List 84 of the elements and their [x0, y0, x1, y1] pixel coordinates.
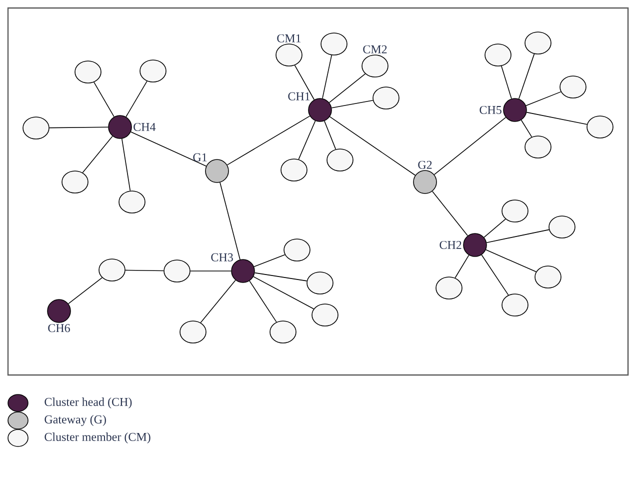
- link-line: [486, 229, 550, 243]
- network-node: [98, 258, 126, 282]
- network-node: [312, 304, 338, 326]
- link-line: [484, 218, 506, 238]
- network-node: [284, 238, 310, 262]
- node-label: CH3: [211, 253, 233, 262]
- network-node: [280, 158, 308, 182]
- node-label: G1: [193, 153, 207, 162]
- link-line: [254, 272, 308, 282]
- link-line: [49, 126, 108, 128]
- network-node: CH6: [47, 299, 71, 332]
- link-line: [130, 132, 207, 166]
- link-line: [324, 120, 336, 150]
- node-label: CM2: [363, 45, 387, 54]
- network-node: [306, 272, 334, 294]
- network-node: [524, 136, 552, 158]
- link-line: [526, 112, 588, 125]
- node-label: CH1: [288, 92, 310, 100]
- network-node: [118, 190, 146, 214]
- network-node: [436, 276, 462, 300]
- network-node: [372, 86, 400, 110]
- network-node: [22, 116, 50, 140]
- node-label: CH6: [48, 324, 70, 332]
- network-node: CH4: [108, 115, 156, 139]
- link-line: [68, 277, 102, 304]
- link-line: [294, 64, 315, 100]
- legend-label: Gateway (G): [44, 415, 106, 426]
- link-line: [298, 120, 316, 160]
- node-label: CH5: [480, 106, 502, 114]
- network-node: [74, 60, 102, 84]
- link-line: [94, 82, 114, 118]
- network-node: [164, 260, 190, 282]
- link-line: [82, 136, 113, 174]
- network-node: CH2: [440, 233, 487, 257]
- network-node: [534, 266, 562, 288]
- link-line: [486, 249, 536, 272]
- link-line: [200, 280, 236, 324]
- network-node: [484, 44, 512, 66]
- link-line: [432, 190, 468, 236]
- link-line: [481, 254, 509, 296]
- network-node: [270, 320, 296, 344]
- node-label: CH2: [440, 240, 462, 250]
- legend-label: Cluster member (CM): [44, 432, 150, 444]
- network-node: [586, 116, 614, 138]
- network-node: G2: [413, 160, 437, 194]
- link-line: [526, 91, 562, 106]
- legend-label: Cluster head (CH): [44, 398, 132, 408]
- link-line: [253, 276, 314, 310]
- network-node: CH3: [211, 253, 255, 283]
- network-node: CM1: [276, 34, 302, 66]
- network-node: CH1: [288, 92, 332, 122]
- link-line: [434, 117, 506, 175]
- network-node: [502, 200, 528, 222]
- network-node: [320, 32, 348, 56]
- link-line: [121, 138, 131, 192]
- network-node: [502, 294, 528, 316]
- link-line: [322, 54, 332, 99]
- link-line: [220, 182, 240, 260]
- network-node: [62, 170, 88, 194]
- network-node: [548, 216, 576, 238]
- link-line: [125, 270, 164, 272]
- link-line: [454, 254, 470, 278]
- network-node: CH5: [480, 98, 527, 122]
- link-line: [520, 120, 532, 138]
- link-line: [190, 270, 232, 272]
- network-node: [140, 60, 166, 82]
- network-node: G1: [193, 153, 229, 183]
- link-line: [518, 54, 535, 100]
- link-line: [501, 66, 512, 100]
- node-label: CM1: [277, 34, 301, 42]
- link-line: [226, 116, 310, 166]
- node-label: G2: [418, 160, 432, 169]
- link-line: [254, 254, 286, 268]
- link-line: [328, 73, 366, 103]
- link-line: [331, 100, 374, 108]
- network-node: [326, 148, 354, 172]
- network-node: [524, 32, 552, 54]
- network-node: CM2: [362, 45, 388, 78]
- network-node: [560, 76, 586, 98]
- link-line: [126, 80, 148, 118]
- link-line: [329, 116, 416, 176]
- node-label: CH4: [134, 122, 156, 132]
- network-node: [180, 320, 206, 344]
- link-line: [249, 280, 277, 322]
